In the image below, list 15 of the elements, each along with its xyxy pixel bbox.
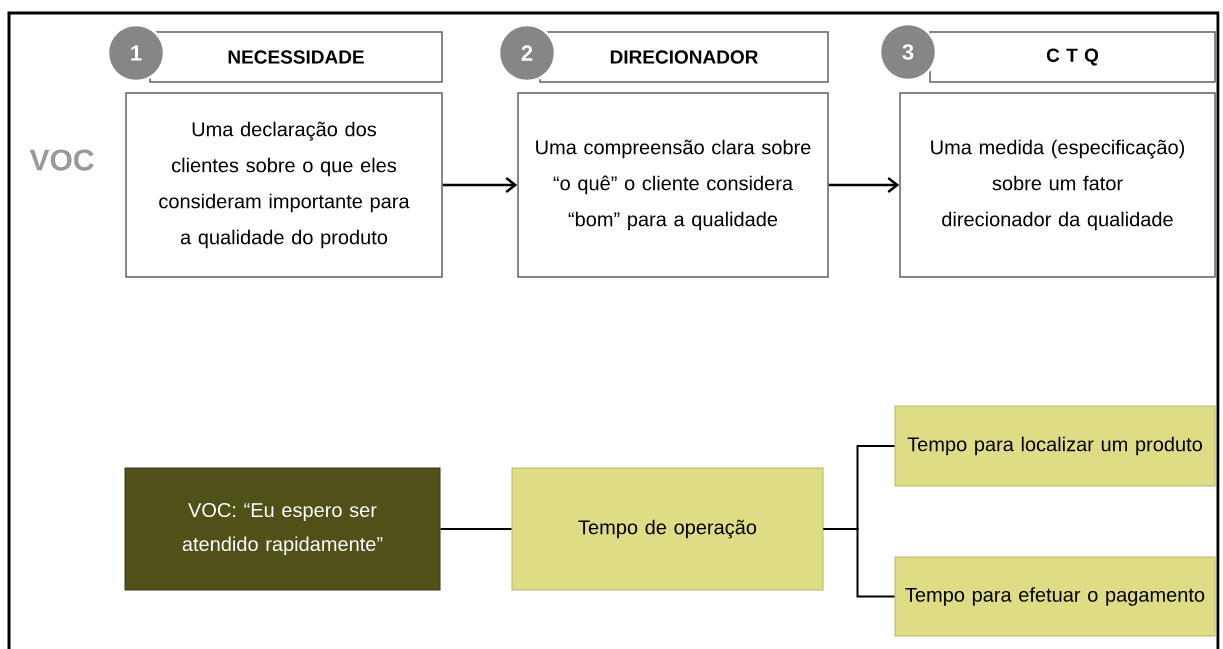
process-box: Tempo para efetuar o pagamento xyxy=(894,556,1216,637)
header-box: C T Q xyxy=(929,31,1216,83)
arrow xyxy=(442,177,518,193)
process-box: Tempo de operação xyxy=(511,467,824,591)
process-box: Tempo para localizar um produto xyxy=(894,405,1216,487)
description-box: Uma compreensão clara sobre “o quê” o cliente considera “bom” para a qualidade xyxy=(517,92,829,278)
connector-line xyxy=(439,528,513,530)
description-box: Uma medida (especificação) sobre um fator direcionador da qualidade xyxy=(899,92,1216,278)
header-box: NECESSIDADE xyxy=(149,31,443,83)
description-box: Uma declaração dos clientes sobre o que eles consideram importante para a qualidade do produto xyxy=(125,92,443,278)
quote-box: VOC: “Eu espero ser atendido rapidamente” xyxy=(124,467,441,591)
header-box: DIRECIONADOR xyxy=(539,31,829,83)
side-label: VOC xyxy=(29,149,94,171)
arrow xyxy=(828,177,900,193)
connector-line xyxy=(822,528,896,598)
